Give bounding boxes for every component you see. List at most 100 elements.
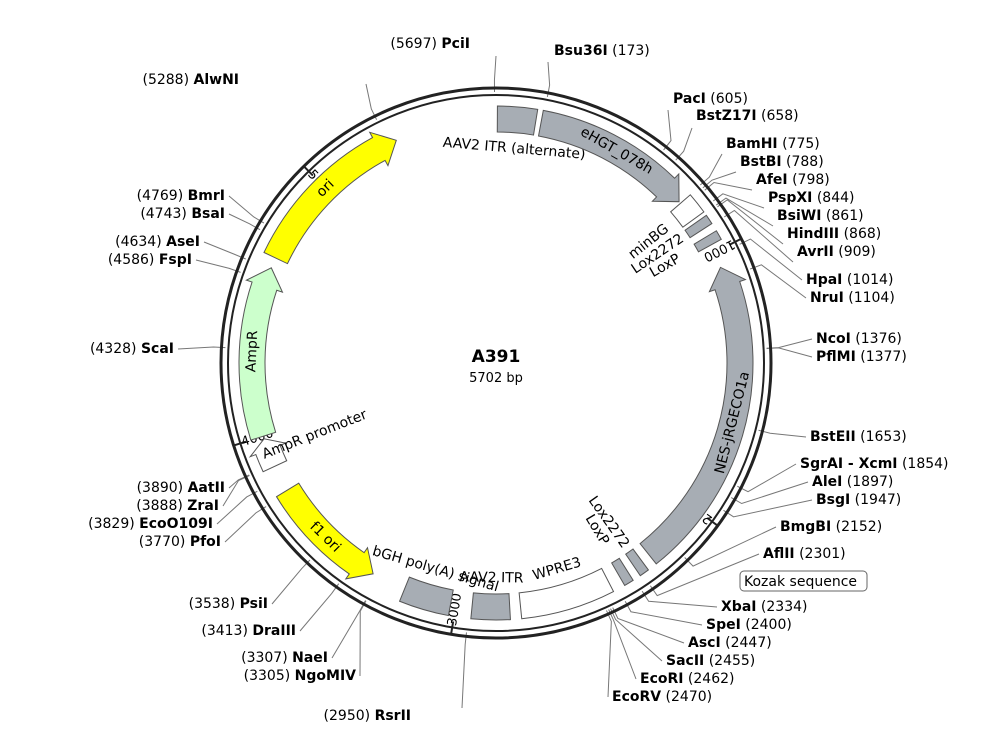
site-position: (3888) xyxy=(136,498,187,514)
kozak-callout-box xyxy=(739,570,868,592)
site-name: DraIII xyxy=(252,623,296,639)
site-position: (3890) xyxy=(137,480,188,496)
site-hpai: HpaI (1014) xyxy=(806,272,893,288)
site-name: PsiI xyxy=(240,596,268,612)
leader-draiii xyxy=(299,583,340,632)
site-position: (2447) xyxy=(721,635,772,651)
site-position: (4586) xyxy=(108,252,159,268)
leader-rsrii xyxy=(461,632,467,709)
site-rsrii: (2950) RsrII xyxy=(324,708,411,724)
site-position: (1376) xyxy=(851,331,902,347)
site-name: AfeI xyxy=(756,172,788,188)
site-text-bsiwi: BsiWI (861) xyxy=(777,208,864,224)
site-name: BsiWI xyxy=(777,208,821,224)
site-name: PacI xyxy=(673,91,706,107)
feature-loxp xyxy=(611,557,634,587)
leader-pflmi xyxy=(766,347,813,358)
site-position: (3538) xyxy=(189,596,240,612)
site-hindiii: HindIII (868) xyxy=(787,226,881,242)
site-name: BmgBI xyxy=(780,519,831,535)
site-text-ecori: EcoRI (2462) xyxy=(640,671,735,687)
feature-f1-ori xyxy=(275,482,374,580)
site-ecoo109i: (3829) EcoO109I xyxy=(88,516,213,532)
site-position: (1377) xyxy=(856,349,907,365)
site-position: (2334) xyxy=(756,599,807,615)
site-position: (4634) xyxy=(115,234,166,250)
leader-asei xyxy=(203,241,246,260)
feature-label-aav2-itr: AAV2 ITR xyxy=(459,569,524,586)
site-text-bmgbi: BmgBI (2152) xyxy=(780,519,882,535)
site-name: RsrII xyxy=(375,708,411,724)
site-position: (605) xyxy=(706,91,748,107)
site-position: (2301) xyxy=(795,546,846,562)
site-name: PspXI xyxy=(768,190,812,206)
site-text-aflii: AflII (2301) xyxy=(763,546,846,562)
site-text-spei: SpeI (2400) xyxy=(706,617,792,633)
site-xbai: XbaI (2334) xyxy=(721,599,808,615)
site-text-bsu36i: Bsu36I (173) xyxy=(554,43,650,59)
leader-alwni xyxy=(365,83,378,120)
site-bsai: (4743) BsaI xyxy=(140,206,225,222)
site-name: EcoRI xyxy=(640,671,683,687)
site-pflmi: PflMI (1377) xyxy=(816,349,907,365)
site-text-ngomiv: (3305) NgoMIV xyxy=(244,668,357,684)
leader-ncoi xyxy=(766,338,813,349)
site-zrai: (3888) ZraI xyxy=(136,498,219,514)
site-sacii: SacII (2455) xyxy=(666,653,755,669)
site-position: (844) xyxy=(812,190,854,206)
site-text-bamhi: BamHI (775) xyxy=(726,136,820,152)
leader-hindiii xyxy=(717,199,784,245)
leader-zrai xyxy=(222,475,250,507)
tick-5000 xyxy=(302,164,314,177)
site-bsu36i: Bsu36I (173) xyxy=(554,43,650,59)
feature-ori xyxy=(263,131,397,265)
leader-bmri xyxy=(228,195,265,224)
feature-lox2272 xyxy=(684,214,713,239)
feature-lox2272 xyxy=(625,548,650,577)
site-fspi: (4586) FspI xyxy=(108,252,192,268)
site-pspxi: PspXI (844) xyxy=(768,190,854,206)
feature-ehgt-078h xyxy=(537,109,680,203)
site-name: ScaI xyxy=(141,341,174,357)
site-position: (788) xyxy=(782,154,824,170)
site-position: (4769) xyxy=(137,188,188,204)
site-name: BstEII xyxy=(810,429,856,445)
site-text-psii: (3538) PsiI xyxy=(189,596,268,612)
site-name: Bsu36I xyxy=(554,43,608,59)
site-aatii: (3890) AatII xyxy=(137,480,225,496)
leader-asci xyxy=(612,607,685,644)
site-naei: (3307) NaeI xyxy=(241,650,328,666)
site-name: SpeI xyxy=(706,617,741,633)
feature-loxp xyxy=(693,230,722,253)
site-avrii: AvrII (909) xyxy=(797,244,876,260)
site-text-xbai: XbaI (2334) xyxy=(721,599,808,615)
site-asci: AscI (2447) xyxy=(688,635,772,651)
backbone-outer-ring xyxy=(219,86,773,640)
site-position: (868) xyxy=(839,226,881,242)
site-alwni: (5288) AlwNI xyxy=(142,72,239,88)
site-bsgi: BsgI (1947) xyxy=(816,492,901,508)
site-ecorv: EcoRV (2470) xyxy=(612,689,712,705)
site-text-ecorv: EcoRV (2470) xyxy=(612,689,712,705)
site-text-afei: AfeI (798) xyxy=(756,172,830,188)
site-ecori: EcoRI (2462) xyxy=(640,671,735,687)
leader-psii xyxy=(271,559,311,605)
leader-ngomiv xyxy=(359,600,367,677)
site-text-nrui: NruI (1104) xyxy=(810,290,895,306)
leader-xbai xyxy=(641,590,718,608)
site-name: ZraI xyxy=(187,498,219,514)
site-bamhi: BamHI (775) xyxy=(726,136,820,152)
site-name: NruI xyxy=(810,290,844,306)
plasmid-length: 5702 bp xyxy=(469,371,523,386)
kozak-callout-label: Kozak sequence xyxy=(744,574,857,590)
site-text-scai: (4328) ScaI xyxy=(90,341,174,357)
site-name: BsaI xyxy=(191,206,225,222)
site-name: AflII xyxy=(763,546,795,562)
site-position: (2400) xyxy=(741,617,792,633)
site-position: (798) xyxy=(788,172,830,188)
site-pfoi: (3770) PfoI xyxy=(139,534,221,550)
feature-label-ampr: AmpR xyxy=(243,330,261,373)
site-position: (1014) xyxy=(842,272,893,288)
feature-ampr-promoter xyxy=(248,438,288,473)
site-afei: AfeI (798) xyxy=(756,172,830,188)
